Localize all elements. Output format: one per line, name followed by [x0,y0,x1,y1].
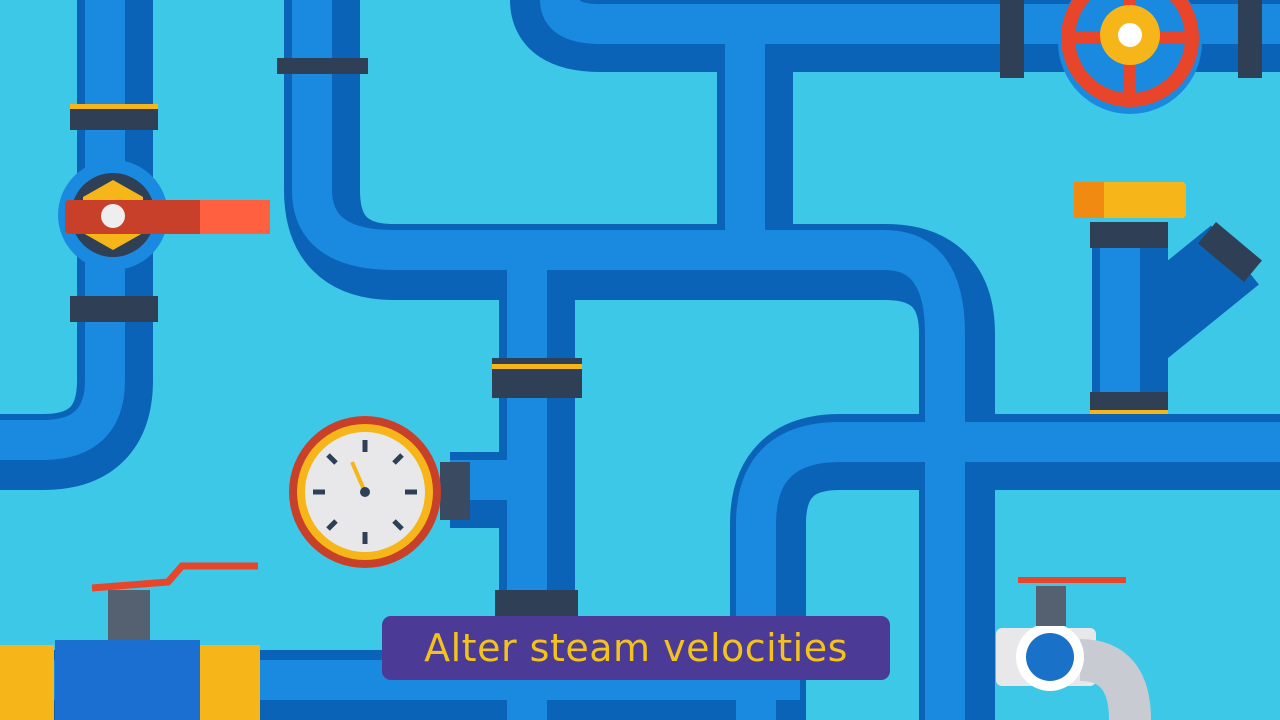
valve-left [58,160,270,270]
valve-bottom-left [55,562,258,720]
faucet-bottom-right [996,577,1151,720]
pressure-gauge [289,416,470,568]
caption-subtitle: Alter steam velocities [382,616,890,680]
valve-wheel-top-right [1058,0,1202,114]
